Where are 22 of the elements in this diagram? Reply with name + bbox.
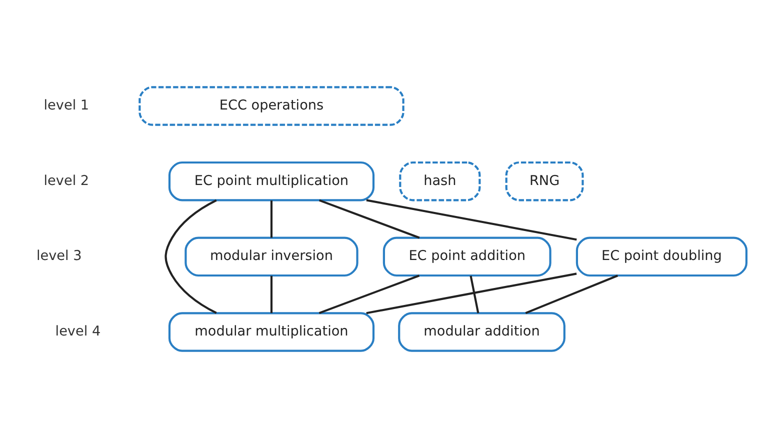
connector bbox=[270, 275, 273, 313]
node-box: EC point doubling bbox=[576, 236, 748, 276]
node-box: EC point multiplication bbox=[168, 160, 375, 201]
node-box: EC point addition bbox=[382, 236, 552, 276]
node-box: modular inversion bbox=[184, 236, 358, 276]
label: level 2 bbox=[44, 172, 90, 188]
connector bbox=[164, 198, 217, 314]
connector bbox=[366, 198, 577, 240]
node-box: modular addition bbox=[398, 312, 566, 352]
connector bbox=[525, 274, 618, 314]
connector bbox=[318, 198, 420, 238]
node-box: ECC operations bbox=[138, 86, 404, 126]
node-box: modular multiplication bbox=[168, 312, 375, 352]
connector bbox=[270, 200, 273, 238]
label: level 3 bbox=[36, 248, 82, 264]
connector bbox=[366, 272, 577, 314]
label: level 1 bbox=[44, 97, 90, 114]
connector bbox=[318, 274, 420, 314]
node-box: RNG bbox=[505, 160, 584, 201]
label: level 4 bbox=[55, 323, 101, 340]
connector bbox=[470, 275, 480, 313]
node-box: hash bbox=[399, 160, 481, 201]
